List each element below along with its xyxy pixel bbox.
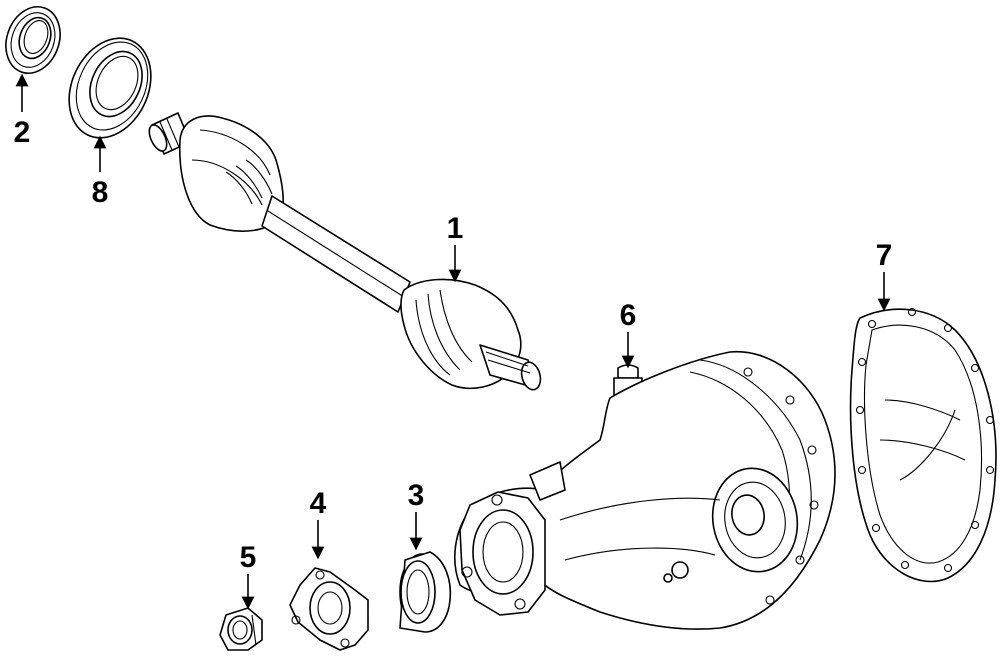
differential-housing — [454, 350, 836, 630]
part-3-pinion-seal — [399, 551, 452, 633]
part-8-shaft-seal — [68, 37, 152, 139]
callout-4: 4 — [310, 487, 327, 520]
callout-5: 5 — [240, 541, 257, 574]
callout-8: 8 — [92, 176, 109, 209]
callout-1: 1 — [447, 212, 464, 245]
part-5-pinion-nut — [219, 607, 263, 651]
part-1-axle-shaft — [148, 112, 542, 391]
callout-3: 3 — [408, 479, 425, 512]
callout-6: 6 — [620, 299, 637, 332]
part-7-differential-cover — [849, 307, 997, 583]
callout-7: 7 — [876, 239, 893, 272]
callout-2: 2 — [14, 116, 31, 149]
part-2-seal-ring — [5, 6, 61, 74]
part-4-companion-flange — [289, 567, 369, 651]
